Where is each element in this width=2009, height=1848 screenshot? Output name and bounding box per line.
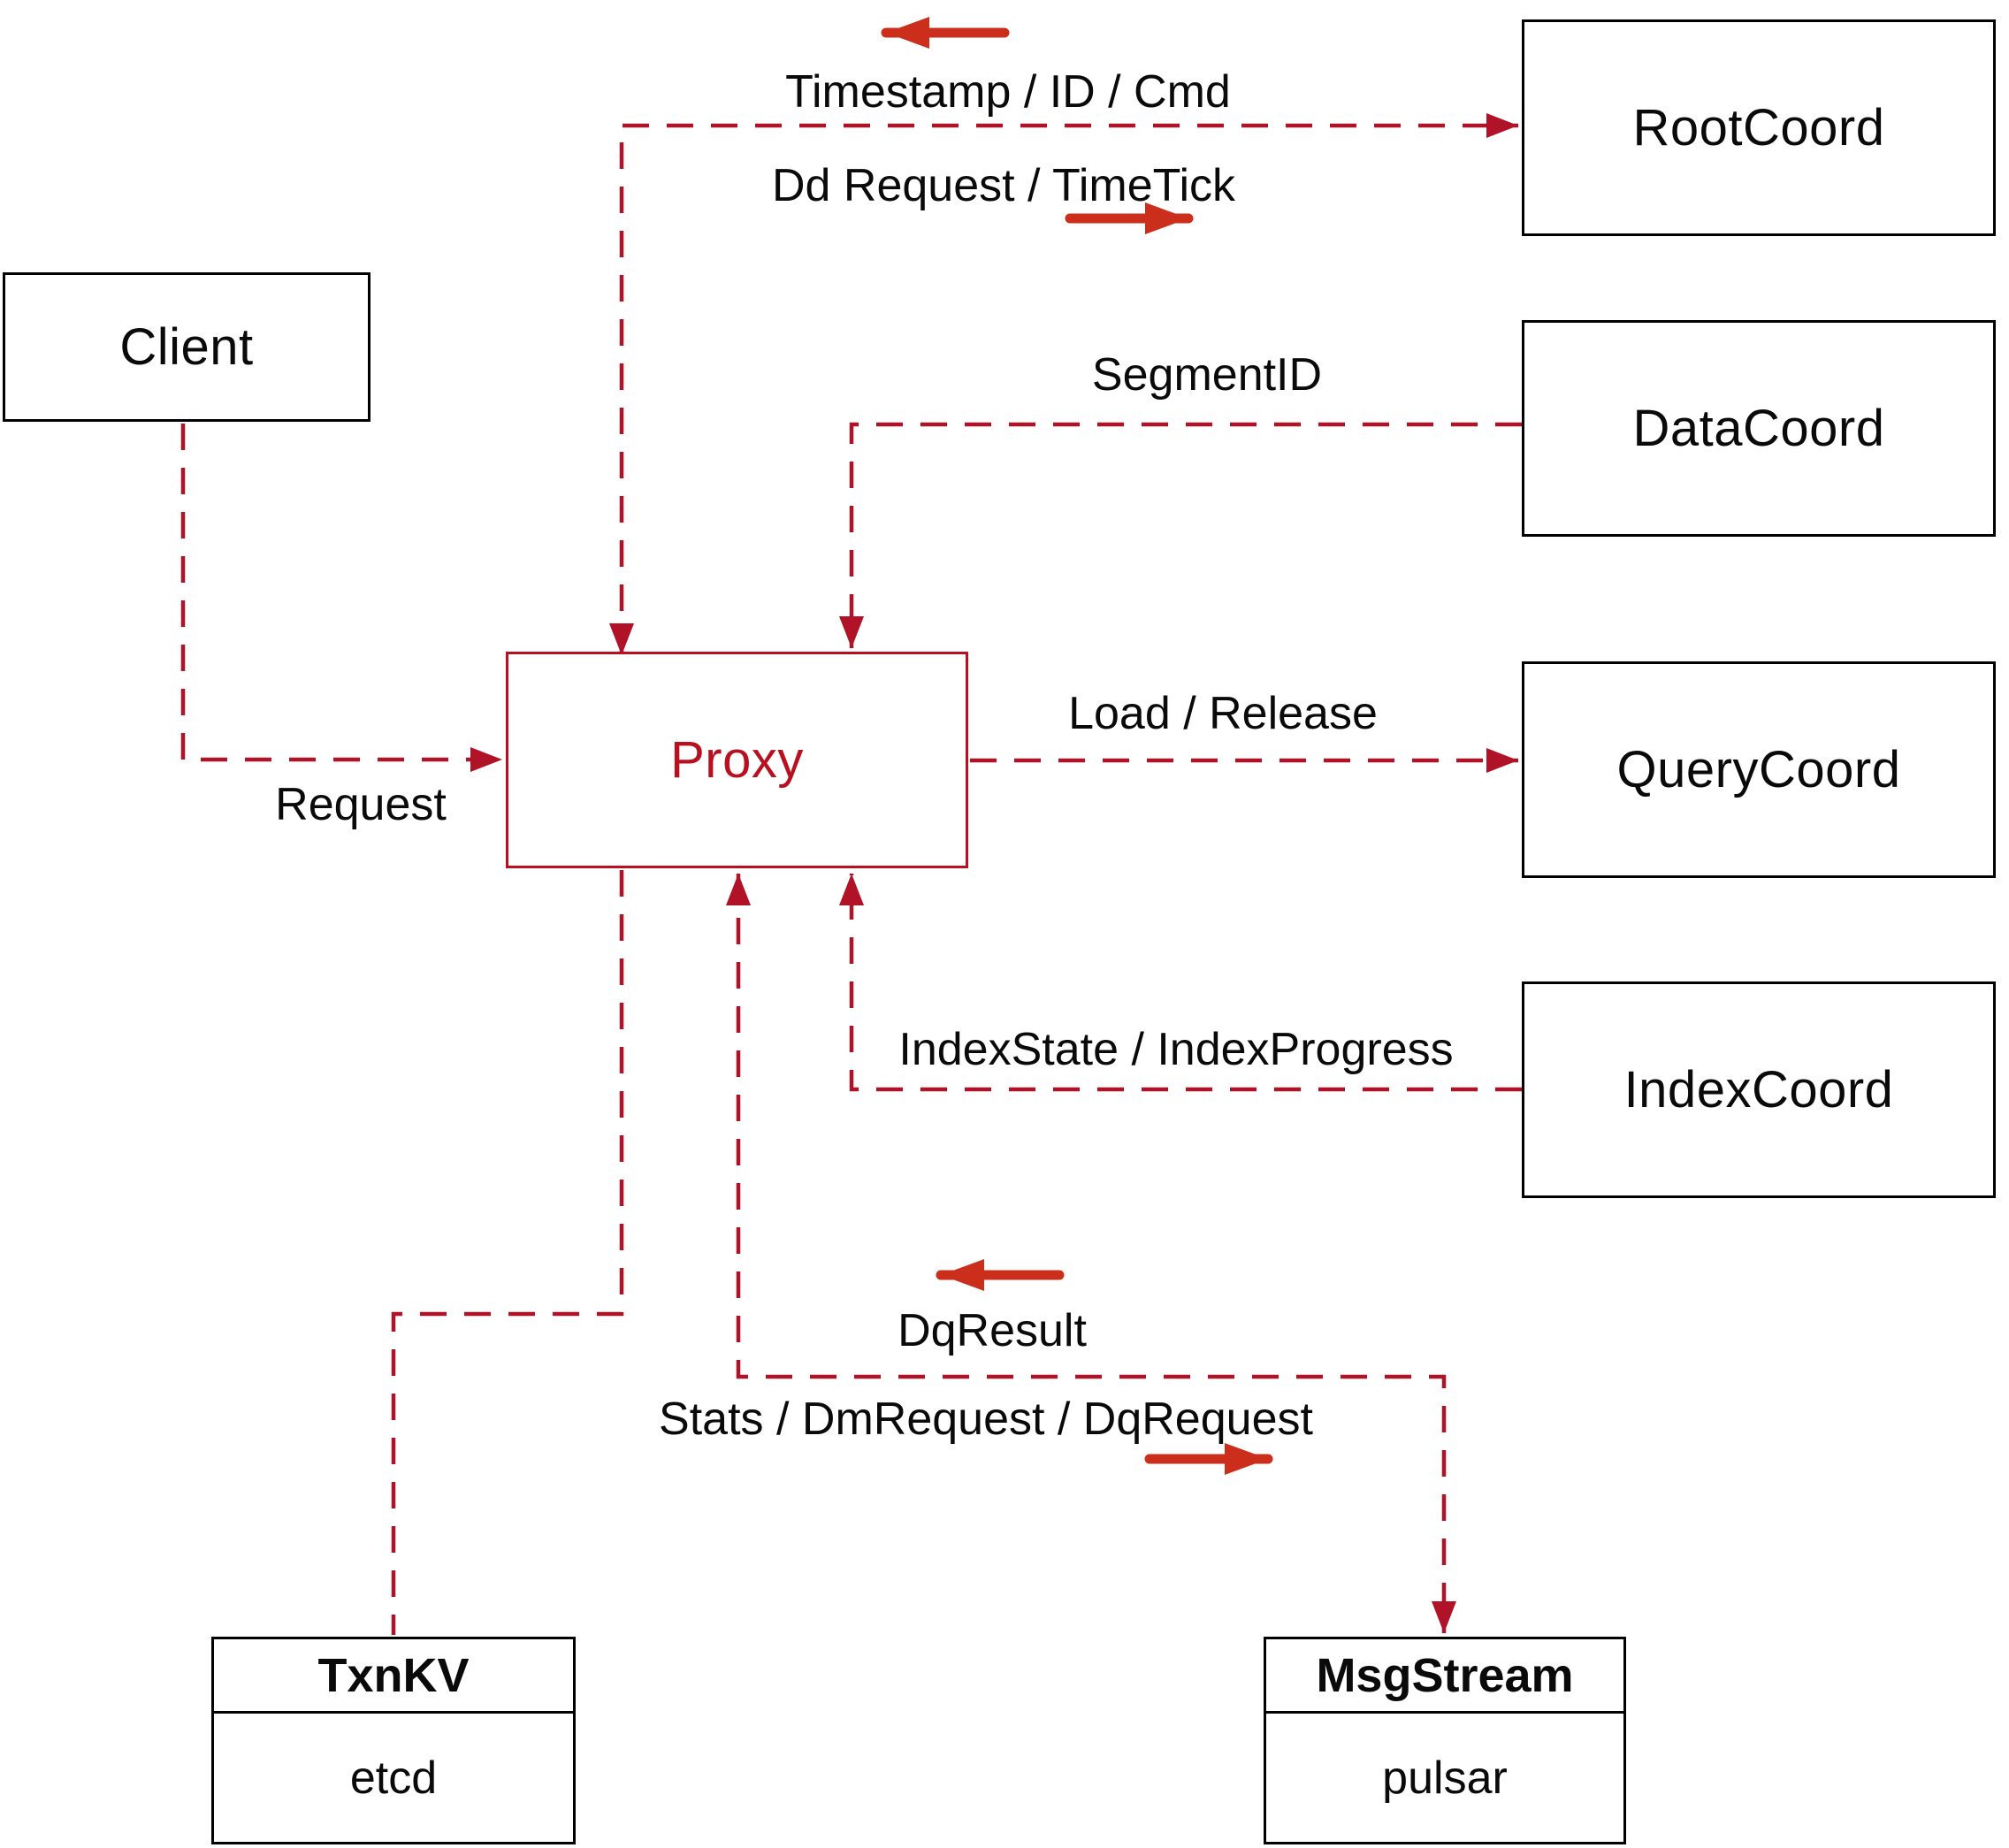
- node-querycoord-label: QueryCoord: [1616, 741, 1901, 798]
- node-datacoord: DataCoord: [1522, 320, 1996, 537]
- node-proxy-label: Proxy: [670, 731, 804, 789]
- edge-proxy-rootcoord: [609, 113, 1518, 655]
- node-rootcoord-label: RootCoord: [1632, 99, 1885, 157]
- node-querycoord: QueryCoord: [1522, 661, 1996, 878]
- label-stats-dmrequest-dqrequest: Stats / DmRequest / DqRequest: [659, 1394, 1313, 1445]
- node-proxy: Proxy: [506, 652, 968, 868]
- label-request: Request: [275, 779, 447, 830]
- node-msgstream-subtitle: pulsar: [1382, 1752, 1508, 1804]
- node-client: Client: [3, 272, 370, 422]
- node-txnkv-subtitle: etcd: [349, 1752, 438, 1804]
- label-dd-request-timetick: Dd Request / TimeTick: [771, 160, 1236, 211]
- node-rootcoord: RootCoord: [1522, 19, 1996, 236]
- label-dq-result: DqResult: [898, 1305, 1087, 1356]
- edge-proxy-msgstream: [726, 874, 1456, 1633]
- label-timestamp-id-cmd: Timestamp / ID / Cmd: [785, 66, 1231, 118]
- edge-proxy-txnkv: [391, 870, 624, 1635]
- edge-client-proxy: [180, 424, 502, 772]
- node-indexcoord: IndexCoord: [1522, 981, 1996, 1198]
- node-msgstream-title: MsgStream: [1266, 1639, 1623, 1714]
- node-indexcoord-label: IndexCoord: [1623, 1061, 1894, 1119]
- node-datacoord-label: DataCoord: [1632, 400, 1885, 457]
- node-txnkv-title: TxnKV: [214, 1639, 573, 1714]
- label-segment-id: SegmentID: [1091, 349, 1323, 401]
- node-msgstream: MsgStream pulsar: [1264, 1637, 1626, 1844]
- node-client-label: Client: [119, 318, 254, 376]
- label-load-release: Load / Release: [1068, 688, 1378, 739]
- edge-datacoord-proxy: [839, 422, 1522, 648]
- node-txnkv: TxnKV etcd: [211, 1637, 576, 1844]
- label-indexstate-indexprogress: IndexState / IndexProgress: [898, 1024, 1454, 1075]
